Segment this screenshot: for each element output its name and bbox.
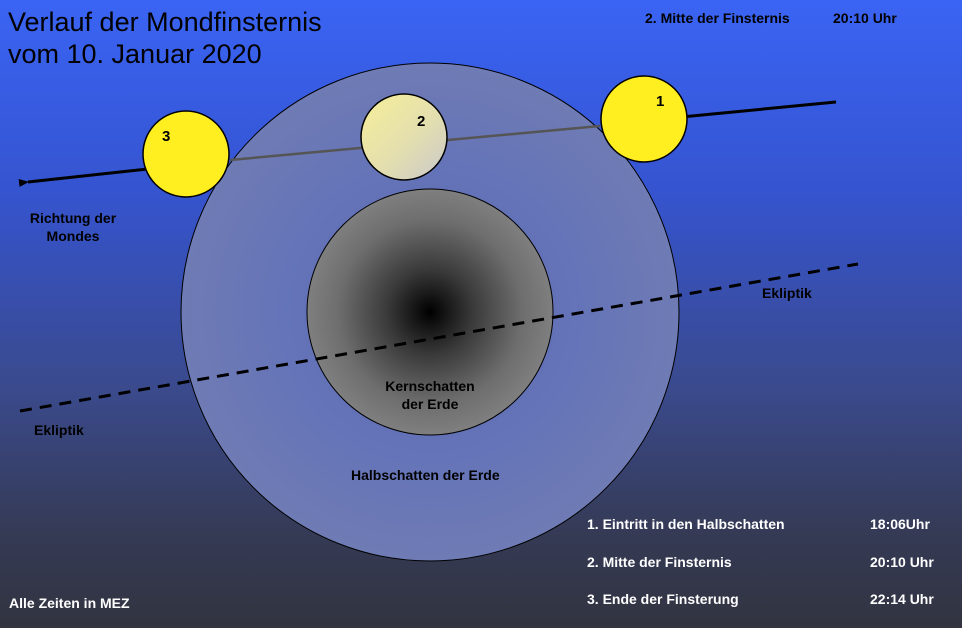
top-info-label: 2. Mitte der Finsternis [645,10,790,26]
penumbra-label: Halbschatten der Erde [351,467,500,483]
ecliptic-label-left: Ekliptik [34,422,84,438]
timeline-item-2-label: 2. Mitte der Finsternis [587,554,732,570]
title-line-2: vom 10. Januar 2020 [8,39,262,69]
timeline-item-3-time: 22:14 Uhr [870,591,934,607]
direction-line-1: Richtung der [29,210,117,226]
moon-1 [600,75,688,163]
moon-2 [360,93,448,181]
umbra-circle [306,188,554,436]
top-info-time: 20:10 Uhr [833,10,897,26]
timeline-item-1-label: 1. Eintritt in den Halbschatten [587,516,785,532]
moon-3-number: 3 [162,128,171,145]
umbra-label: Kernschatten der Erde [366,377,494,413]
moon-direction-label: Richtung der Mondes [14,209,132,245]
moon-3 [142,110,230,198]
umbra-label-line-2: der Erde [401,396,459,412]
timeline-item-2-time: 20:10 Uhr [870,554,934,570]
page-title: Verlauf der Mondfinsternis vom 10. Janua… [8,6,322,70]
umbra-label-line-1: Kernschatten [385,378,475,394]
timeline-item-1-time: 18:06Uhr [870,516,930,532]
ecliptic-line [19,262,859,413]
timeline-item-3-label: 3. Ende der Finsterung [587,591,739,607]
title-line-1: Verlauf der Mondfinsternis [8,7,322,37]
moon-1-number: 1 [656,93,665,110]
moon-2-number: 2 [417,113,426,130]
direction-line-2: Mondes [46,228,100,244]
timezone-footnote: Alle Zeiten in MEZ [9,595,130,611]
ecliptic-label-right: Ekliptik [762,285,812,301]
